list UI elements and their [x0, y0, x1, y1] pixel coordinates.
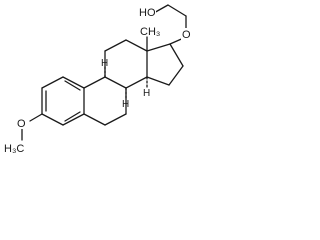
- stereo-hydrogens: [104, 66, 148, 99]
- ether-oxygen-label: O: [182, 29, 191, 41]
- ring-c: [104, 39, 148, 89]
- methyl-label: CH₃: [140, 26, 160, 38]
- h-14-label: H: [143, 88, 150, 99]
- methoxy-oxygen-label: O: [17, 118, 26, 130]
- h-8-label: H: [101, 58, 108, 69]
- ring-b: [83, 76, 127, 126]
- molecule-structure: HO O CH₃ O H₃C H H H: [4, 4, 192, 155]
- hydroxyethoxy-chain: [151, 4, 187, 45]
- hydroxyl-label: HO: [139, 7, 156, 19]
- ring-d: [146, 43, 184, 86]
- methoxy-methyl-label: H₃C: [4, 143, 24, 155]
- methoxy-group: [21, 113, 43, 141]
- aromatic-ring-a: [41, 76, 85, 126]
- h-9-label: H: [122, 99, 129, 110]
